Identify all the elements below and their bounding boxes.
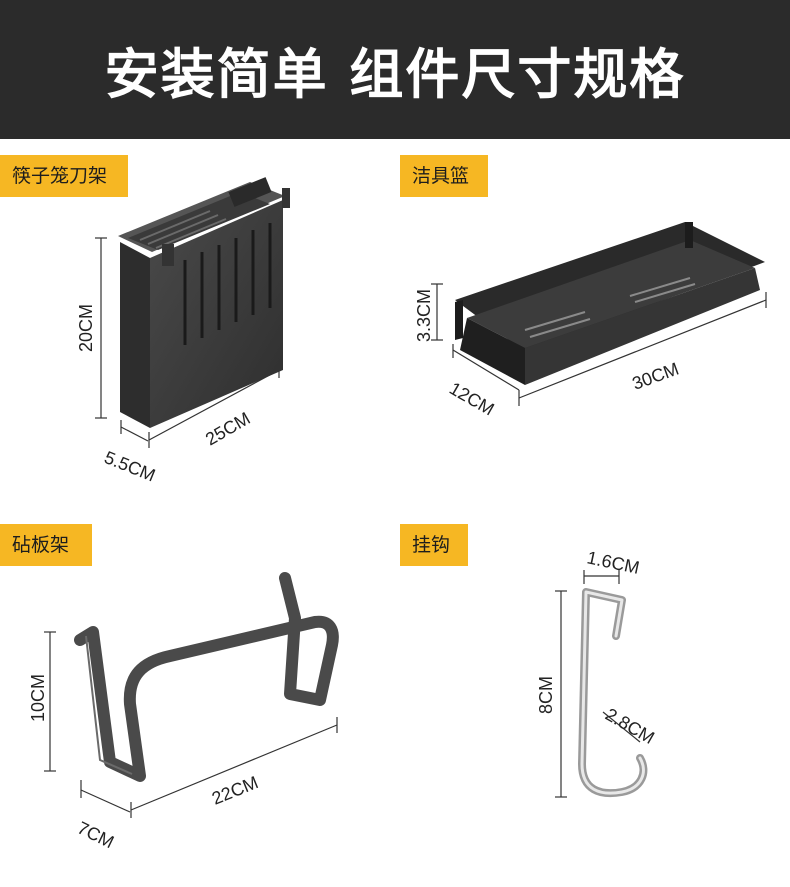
basket-height-label: 3.3CM — [414, 289, 434, 342]
tag-knife-rack: 筷子笼刀架 — [0, 155, 128, 197]
page-title: 安装简单 组件尺寸规格 — [104, 43, 686, 106]
tag-hook: 挂钩 — [400, 524, 468, 566]
tag-basket: 洁具篮 — [400, 155, 488, 197]
basket-dimension-lines — [431, 283, 767, 406]
knife-rack-illustration — [118, 177, 290, 428]
tag-board-rack: 砧板架 — [0, 524, 92, 566]
knife-rack-dimension-lines — [95, 237, 280, 448]
basket-illustration — [455, 222, 765, 385]
board-rack-height-label: 10CM — [28, 674, 48, 722]
board-rack-highlight — [85, 635, 133, 775]
board-rack-dimension-lines — [44, 631, 338, 818]
hook-illustration — [578, 588, 648, 798]
hook-height-label: 8CM — [536, 676, 556, 714]
hook-bottom-width-label: 2.8CM — [602, 704, 658, 748]
header-banner: 安装简单 组件尺寸规格 — [0, 0, 790, 139]
knife-rack-height-label: 20CM — [76, 304, 96, 352]
hook-top-width-label: 1.6CM — [585, 547, 641, 578]
hook-dimension-lines — [555, 570, 641, 798]
board-rack-illustration — [74, 572, 339, 782]
